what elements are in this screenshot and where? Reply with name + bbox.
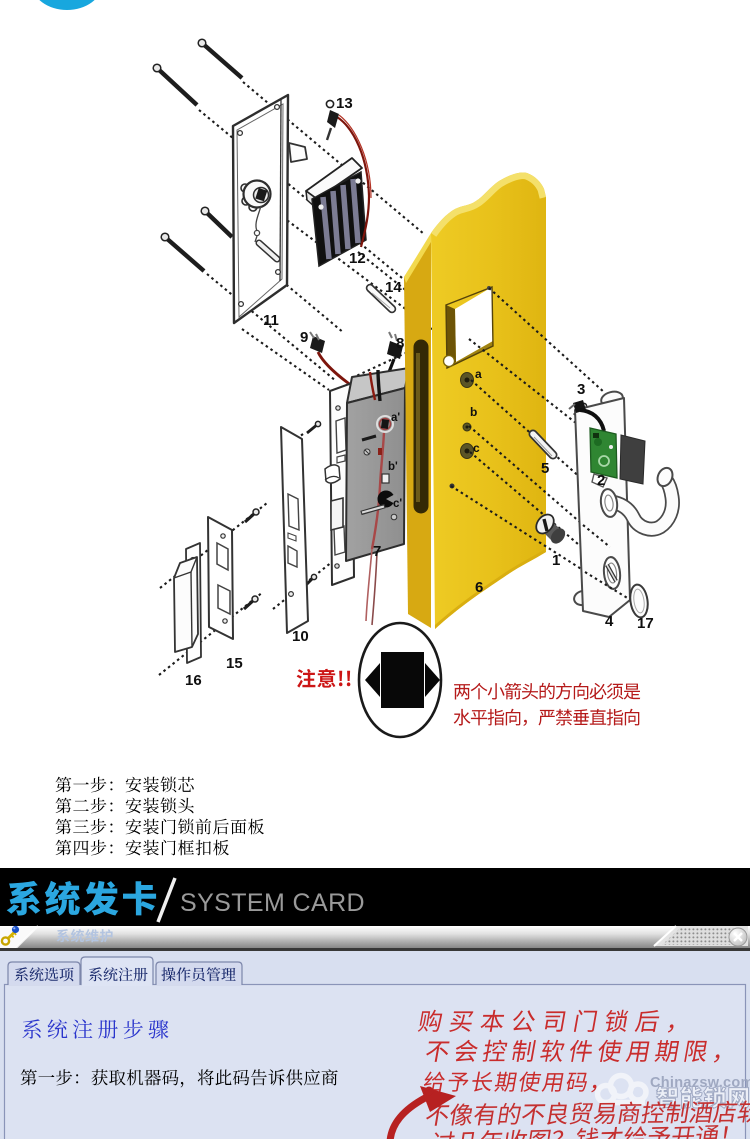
svg-text:16: 16 <box>185 672 202 689</box>
svg-text:c': c' <box>393 498 402 510</box>
svg-text:6: 6 <box>475 579 483 596</box>
svg-text:17: 17 <box>637 615 654 632</box>
svg-text:c: c <box>473 441 480 455</box>
svg-text:7: 7 <box>373 543 381 560</box>
svg-text:10: 10 <box>292 628 309 645</box>
svg-text:5: 5 <box>541 460 549 477</box>
svg-text:3: 3 <box>577 381 585 398</box>
svg-text:11: 11 <box>263 312 279 329</box>
svg-text:12: 12 <box>349 250 366 267</box>
svg-text:4: 4 <box>605 613 614 630</box>
svg-text:13: 13 <box>336 95 353 112</box>
svg-text:2: 2 <box>597 472 605 489</box>
svg-text:14: 14 <box>385 279 402 296</box>
svg-text:b': b' <box>388 461 398 473</box>
svg-text:1: 1 <box>552 552 560 569</box>
svg-text:15: 15 <box>226 655 243 672</box>
svg-text:8: 8 <box>396 335 404 352</box>
svg-text:a': a' <box>391 412 400 424</box>
svg-text:Chinazsw.com: Chinazsw.com <box>650 1075 750 1091</box>
svg-text:b: b <box>470 405 477 419</box>
svg-text:9: 9 <box>300 329 308 346</box>
svg-text:SYSTEM CARD: SYSTEM CARD <box>180 889 365 917</box>
svg-text:a: a <box>475 367 482 381</box>
